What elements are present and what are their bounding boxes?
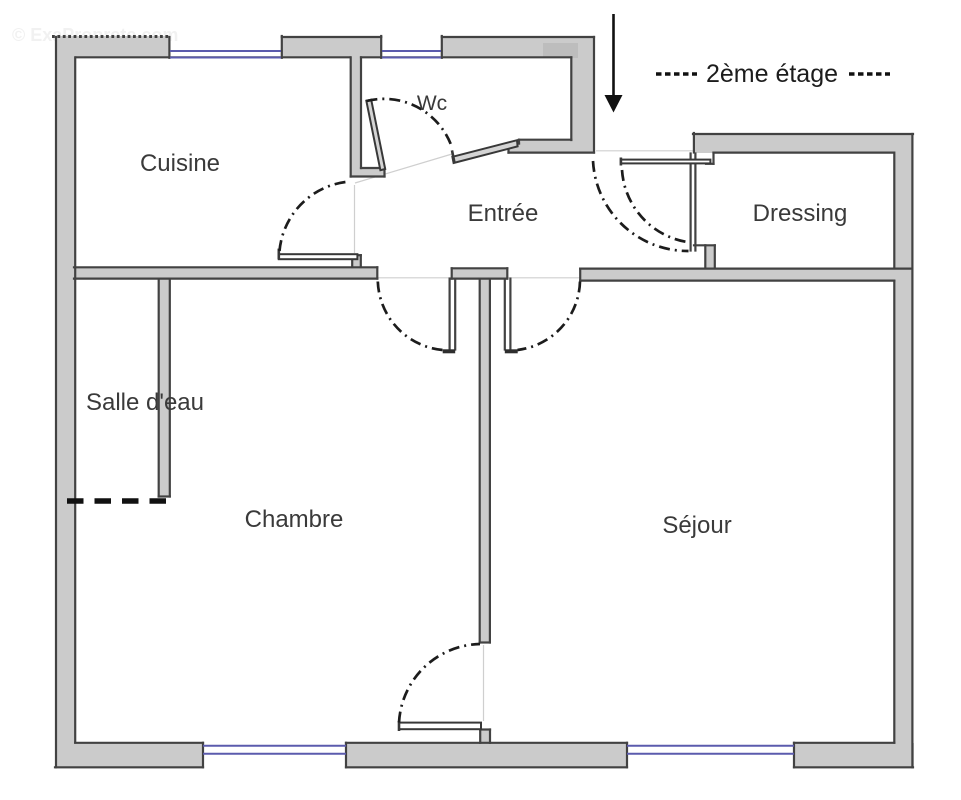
svg-text:Wc: Wc	[417, 92, 447, 115]
svg-text:Dressing: Dressing	[753, 200, 848, 227]
svg-text:Séjour: Séjour	[662, 512, 731, 539]
svg-text:Chambre: Chambre	[245, 506, 344, 533]
svg-text:Cuisine: Cuisine	[140, 150, 220, 177]
svg-text:Entrée: Entrée	[468, 200, 539, 227]
svg-text:Salle d'eau: Salle d'eau	[86, 389, 204, 416]
svg-text:2ème étage: 2ème étage	[706, 60, 838, 88]
